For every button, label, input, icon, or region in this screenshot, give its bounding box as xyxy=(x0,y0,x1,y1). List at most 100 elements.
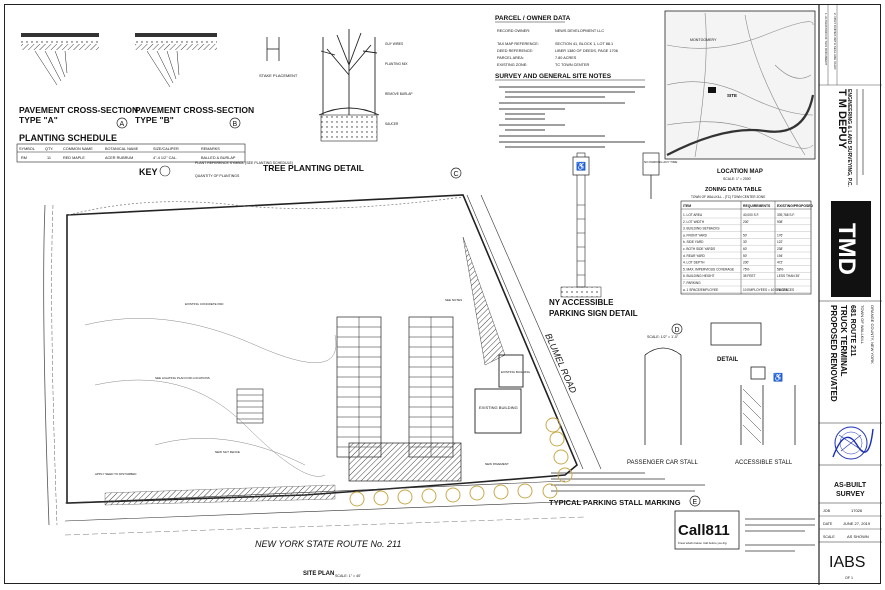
site-plan-title: SITE PLAN xyxy=(303,571,334,577)
key-item: PLANT REFERENCE SYMBOL (SEE PLANTING SCH… xyxy=(195,161,293,165)
street-tree-icon xyxy=(545,417,561,433)
zoning-cell: 1. LOT AREA xyxy=(683,213,703,217)
map-site-label: SITE xyxy=(727,93,737,98)
planting-header: SYMBOL xyxy=(19,147,35,151)
zoning-cell: c. BOTH SIDE YARDS xyxy=(683,247,715,251)
street-tree-icon xyxy=(557,467,573,483)
parcel-data: PARCEL / OWNER DATA RECORD OWNER: NEWS D… xyxy=(495,15,645,148)
road-main-label: NEW YORK STATE ROUTE No. 211 xyxy=(255,539,401,549)
sign-detail-title-2: PARKING SIGN DETAIL xyxy=(549,309,638,318)
existing-lights-pad xyxy=(348,442,462,482)
sheet-of: OF 1 xyxy=(845,576,853,580)
building-label: EXISTING BUILDING xyxy=(501,370,531,374)
parcel-value: LIBER 1380 OF DEEDS, PAGE 1706 xyxy=(555,49,618,53)
project-line: PROPOSED RENOVATED xyxy=(829,305,838,402)
parcel-value: NEWS DEVELOPMENT LLC xyxy=(555,29,604,33)
stall-detail-letter: E xyxy=(693,499,698,506)
planting-schedule: PLANTING SCHEDULE SYMBOL QTY. COMMON NAM… xyxy=(16,133,293,178)
stall-accessibility-icon: ♿ xyxy=(773,372,783,382)
zoning-cell: 60' xyxy=(743,247,748,251)
zoning-cell: 10 EMPLOYEES = 10 SPACES xyxy=(743,288,788,292)
svg-text:SEE NOTES: SEE NOTES xyxy=(445,298,462,302)
accessible-stall-label: ACCESSIBLE STALL xyxy=(735,460,793,466)
tree-detail-letter: C xyxy=(454,171,459,178)
zoning-header: EXISTING/PROPOSED xyxy=(777,204,814,208)
parcel-label: RECORD OWNER: xyxy=(497,29,530,33)
planting-cell: 4"-4 1/2" CAL. xyxy=(153,156,177,160)
title-block: 1. ALTERATION OF THIS DOCUMENT 2. ONLY C… xyxy=(818,5,882,585)
project-line: ORANGE COUNTY, NEW YORK xyxy=(870,305,875,364)
planting-cell: BALLED & BURLAP xyxy=(201,156,236,160)
planting-header: BOTANICAL NAME xyxy=(105,147,139,151)
zoning-subtitle: TOWN OF WALLKILL - (TC) TOWN CENTER ZONE xyxy=(691,195,765,199)
pavement-section-a: PAVEMENT CROSS-SECTION TYPE "A" A xyxy=(19,33,138,129)
zoning-cell: 238' xyxy=(777,247,783,251)
street-tree-icon xyxy=(349,491,365,507)
zoning-cell: 50' xyxy=(743,233,748,237)
zoning-header: REQUIREMENTS xyxy=(743,204,771,208)
zoning-cell: 40,000 S.F. xyxy=(743,213,759,217)
tree-detail-title: TREE PLANTING DETAIL xyxy=(263,163,364,173)
site-plan: EXISTING BUILDING EXISTING BUILDING NEW … xyxy=(43,194,602,578)
svg-text:REMOVE BURLAP: REMOVE BURLAP xyxy=(385,92,412,96)
zoning-header: ITEM xyxy=(683,204,691,208)
planting-header: COMMON NAME xyxy=(63,147,93,151)
zoning-cell: 200' xyxy=(743,220,749,224)
scale-value: AS SHOWN xyxy=(847,534,869,539)
zoning-cell: 30' xyxy=(743,240,748,244)
existing-building xyxy=(498,354,524,388)
zoning-cell: 35 FEET xyxy=(743,274,756,278)
parking-sign-detail: ♿ NO PARKING ANY TIME NY ACCESSIBLE PARK… xyxy=(549,152,683,339)
road-side-label: BLUMEL ROAD xyxy=(543,332,579,395)
stake-placement-label: STAKE PLACEMENT xyxy=(259,73,298,78)
zoning-cell: 16 SPACES xyxy=(777,288,794,292)
zoning-cell: 50' xyxy=(743,254,748,258)
call811-label: Call811 xyxy=(678,522,730,539)
call811-sub: Know what's below. Call before you dig. xyxy=(678,541,727,545)
surveyor-seal xyxy=(832,426,874,460)
planting-cell: RED MAPLE xyxy=(63,156,85,160)
street-tree-icon xyxy=(517,483,533,499)
zoning-cell: 339,768 S.F. xyxy=(777,213,795,217)
zoning-cell: 200' xyxy=(743,261,749,265)
street-tree-icon xyxy=(493,484,509,500)
pavement-a-title: PAVEMENT CROSS-SECTION xyxy=(19,105,138,115)
zoning-cell: 58% xyxy=(777,267,784,271)
firm-logo xyxy=(831,201,871,297)
project-line: TOWN OF WALLKILL xyxy=(860,305,865,345)
zoning-cell: 75% xyxy=(743,267,750,271)
zoning-cell: 472' xyxy=(777,261,783,265)
scale-label: SCALE xyxy=(823,535,835,539)
pavement-b-type: TYPE "B" xyxy=(135,115,174,125)
parcel-label: EXISTING ZONE: xyxy=(497,63,527,67)
project-line: TRUCK TERMINAL xyxy=(839,305,848,377)
parcel-value: 7.80 ACRES xyxy=(555,56,577,60)
planting-cell: RM xyxy=(21,156,27,160)
zoning-cell: 122' xyxy=(777,240,783,244)
map-town-label: MONTGOMERY xyxy=(690,38,717,42)
parcel-label: TAX MAP REFERENCE: xyxy=(497,42,539,46)
pavement-section-b: PAVEMENT CROSS-SECTION TYPE "B" B xyxy=(135,33,254,129)
planting-cell: 11 xyxy=(47,156,51,160)
zoning-cell: 908' xyxy=(777,220,783,224)
key-label: KEY xyxy=(139,167,158,177)
street-tree-icon xyxy=(445,487,461,503)
zoning-cell: 5. MAX. IMPERVIOUS COVERAGE xyxy=(683,267,734,271)
street-tree-icon xyxy=(421,488,437,504)
svg-text:EXISTING CONCRETE PAD: EXISTING CONCRETE PAD xyxy=(185,302,224,306)
planting-header: QTY. xyxy=(45,147,53,151)
call811-logo: Call811 Know what's below. Call before y… xyxy=(674,510,815,552)
planting-header-row: SYMBOL QTY. COMMON NAME BOTANICAL NAME S… xyxy=(19,147,220,151)
date-value: JUNE 27, 2019 xyxy=(843,521,871,526)
parcel-label: PARCEL AREA: xyxy=(497,56,524,60)
zoning-cell: a. 1 SPACE/EMPLOYEE xyxy=(683,288,718,292)
street-tree-icon xyxy=(469,485,485,501)
planting-row: RM 11 RED MAPLE ACER RUBRUM 4"-4 1/2" CA… xyxy=(21,156,236,160)
svg-text:PLANTING MIX: PLANTING MIX xyxy=(385,62,408,66)
accessibility-icon: ♿ xyxy=(576,161,586,171)
as-built-line-2: SURVEY xyxy=(836,491,865,498)
street-tree-icon xyxy=(542,483,558,499)
zoning-cell: d. REAR YARD xyxy=(683,254,706,258)
parcel-value: SECTION 41, BLOCK 1, LOT 88.1 xyxy=(555,42,613,46)
site-plan-scale: SCALE: 1" = 40' xyxy=(335,574,361,578)
